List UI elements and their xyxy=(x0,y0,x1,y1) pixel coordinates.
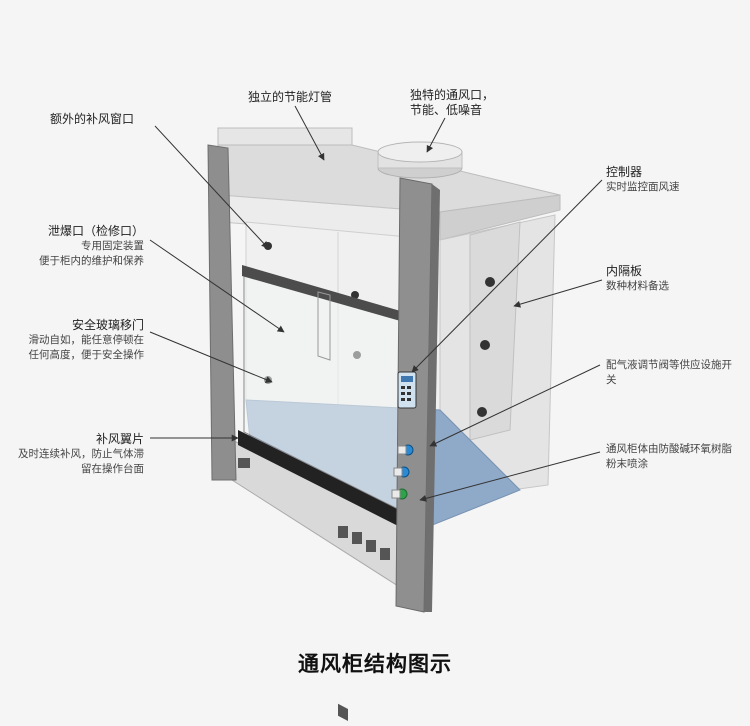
coating-line2: 粉末喷涂 xyxy=(606,458,648,470)
bolt-icon xyxy=(477,407,487,417)
label-coating: 通风柜体由防酸碱环氧树脂 粉末喷涂 xyxy=(606,442,732,472)
controller-title: 控制器 xyxy=(606,165,643,179)
baffle-sub: 数种材料备选 xyxy=(606,280,669,292)
top-canopy xyxy=(217,127,561,241)
socket-icon xyxy=(380,548,390,560)
switch-icon xyxy=(238,458,250,468)
socket-icon xyxy=(352,532,362,544)
label-vent-port: 独特的通风口， 节能、低噪音 xyxy=(410,88,494,118)
diagram-caption: 通风柜结构图示 xyxy=(298,652,452,676)
label-controller: 控制器 实时监控面风速 xyxy=(606,165,680,195)
label-extra-vent-window: 额外的补风窗口 xyxy=(50,112,134,127)
exhaust-port xyxy=(377,141,463,179)
supply-valves xyxy=(391,444,414,500)
bolt-icon xyxy=(351,291,359,299)
label-glass-door: 安全玻璃移门 滑动自如，能任意停顿在 任何高度，便于安全操作 xyxy=(14,318,145,363)
label-valves: 配气液调节阀等供应设施开 关 xyxy=(606,358,732,388)
glass-door-sub2: 任何高度，便于安全操作 xyxy=(28,349,145,361)
vent-port-line2: 节能、低噪音 xyxy=(410,103,483,117)
light-tube-title: 独立的节能灯管 xyxy=(248,90,333,104)
explosion-port-title: 泄爆口（检修口） xyxy=(47,224,144,238)
label-light-tube: 独立的节能灯管 xyxy=(248,90,332,105)
label-inner-baffle: 内隔板 数种材料备选 xyxy=(606,264,669,294)
label-explosion-port: 泄爆口（检修口） 专用固定装置 便于柜内的维护和保养 xyxy=(24,224,144,269)
bolt-icon xyxy=(264,242,272,250)
valves-line2: 关 xyxy=(606,374,617,386)
glass-door-sub1: 滑动自如，能任意停顿在 xyxy=(28,334,145,346)
vent-port-line1: 独特的通风口， xyxy=(410,88,495,102)
controller-sub: 实时监控面风速 xyxy=(606,181,680,193)
socket-icon xyxy=(338,703,348,722)
airfoil-sub2: 留在操作台面 xyxy=(81,463,144,475)
explosion-port-sub2: 便于柜内的维护和保养 xyxy=(39,255,144,267)
bolt-icon xyxy=(480,340,490,350)
coating-line1: 通风柜体由防酸碱环氧树脂 xyxy=(606,443,732,455)
inner-baffle-panel xyxy=(264,214,556,501)
socket-icon xyxy=(338,526,348,538)
explosion-port-sub1: 专用固定装置 xyxy=(81,240,144,252)
socket-icon xyxy=(366,540,376,552)
extra-vent-window-title: 额外的补风窗口 xyxy=(50,112,135,126)
valves-line1: 配气液调节阀等供应设施开 xyxy=(606,359,732,371)
glass-door-title: 安全玻璃移门 xyxy=(71,318,144,332)
label-airfoil: 补风翼片 及时连续补风，防止气体滞 留在操作台面 xyxy=(14,432,144,477)
leader-lines xyxy=(149,105,603,502)
airfoil-title: 补风翼片 xyxy=(95,432,144,446)
controller-unit xyxy=(397,371,417,409)
baffle-title: 内隔板 xyxy=(606,264,643,278)
airfoil-bar xyxy=(238,430,410,532)
left-post xyxy=(207,144,237,481)
bolt-icon xyxy=(485,277,495,287)
airfoil-sub1: 及时连续补风，防止气体滞 xyxy=(18,448,144,460)
